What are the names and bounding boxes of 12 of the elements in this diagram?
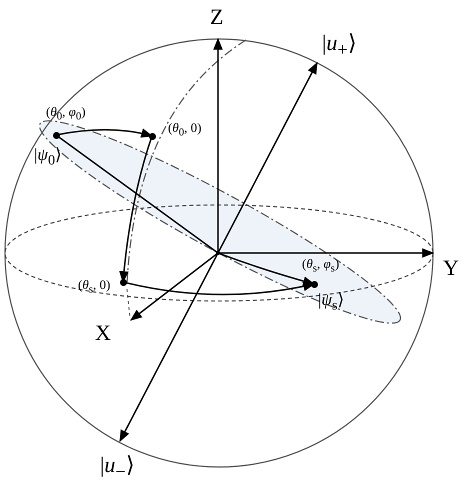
axis-label: Y [443,255,459,281]
origin-point [216,251,220,255]
state-label: |u$_{−}$⟩ [100,452,135,482]
coordinate-label: (θ$_{s}$, φ$_{s}$) [302,256,340,275]
state-label: |u$_{+}$⟩ [322,30,357,60]
state-label: |ψ$_{0}$⟩ [34,144,62,170]
state-label: |ψ$_{s}$⟩ [318,289,344,314]
coordinate-label: (θ$_{0}$, φ$_{0}$) [46,104,86,123]
coordinate-label: (θ$_{0}$, 0) [168,120,202,139]
axis-label: Z [210,4,224,30]
axis-label: X [95,320,111,346]
coordinate-label: (θ$_{s}$, 0) [78,277,110,296]
